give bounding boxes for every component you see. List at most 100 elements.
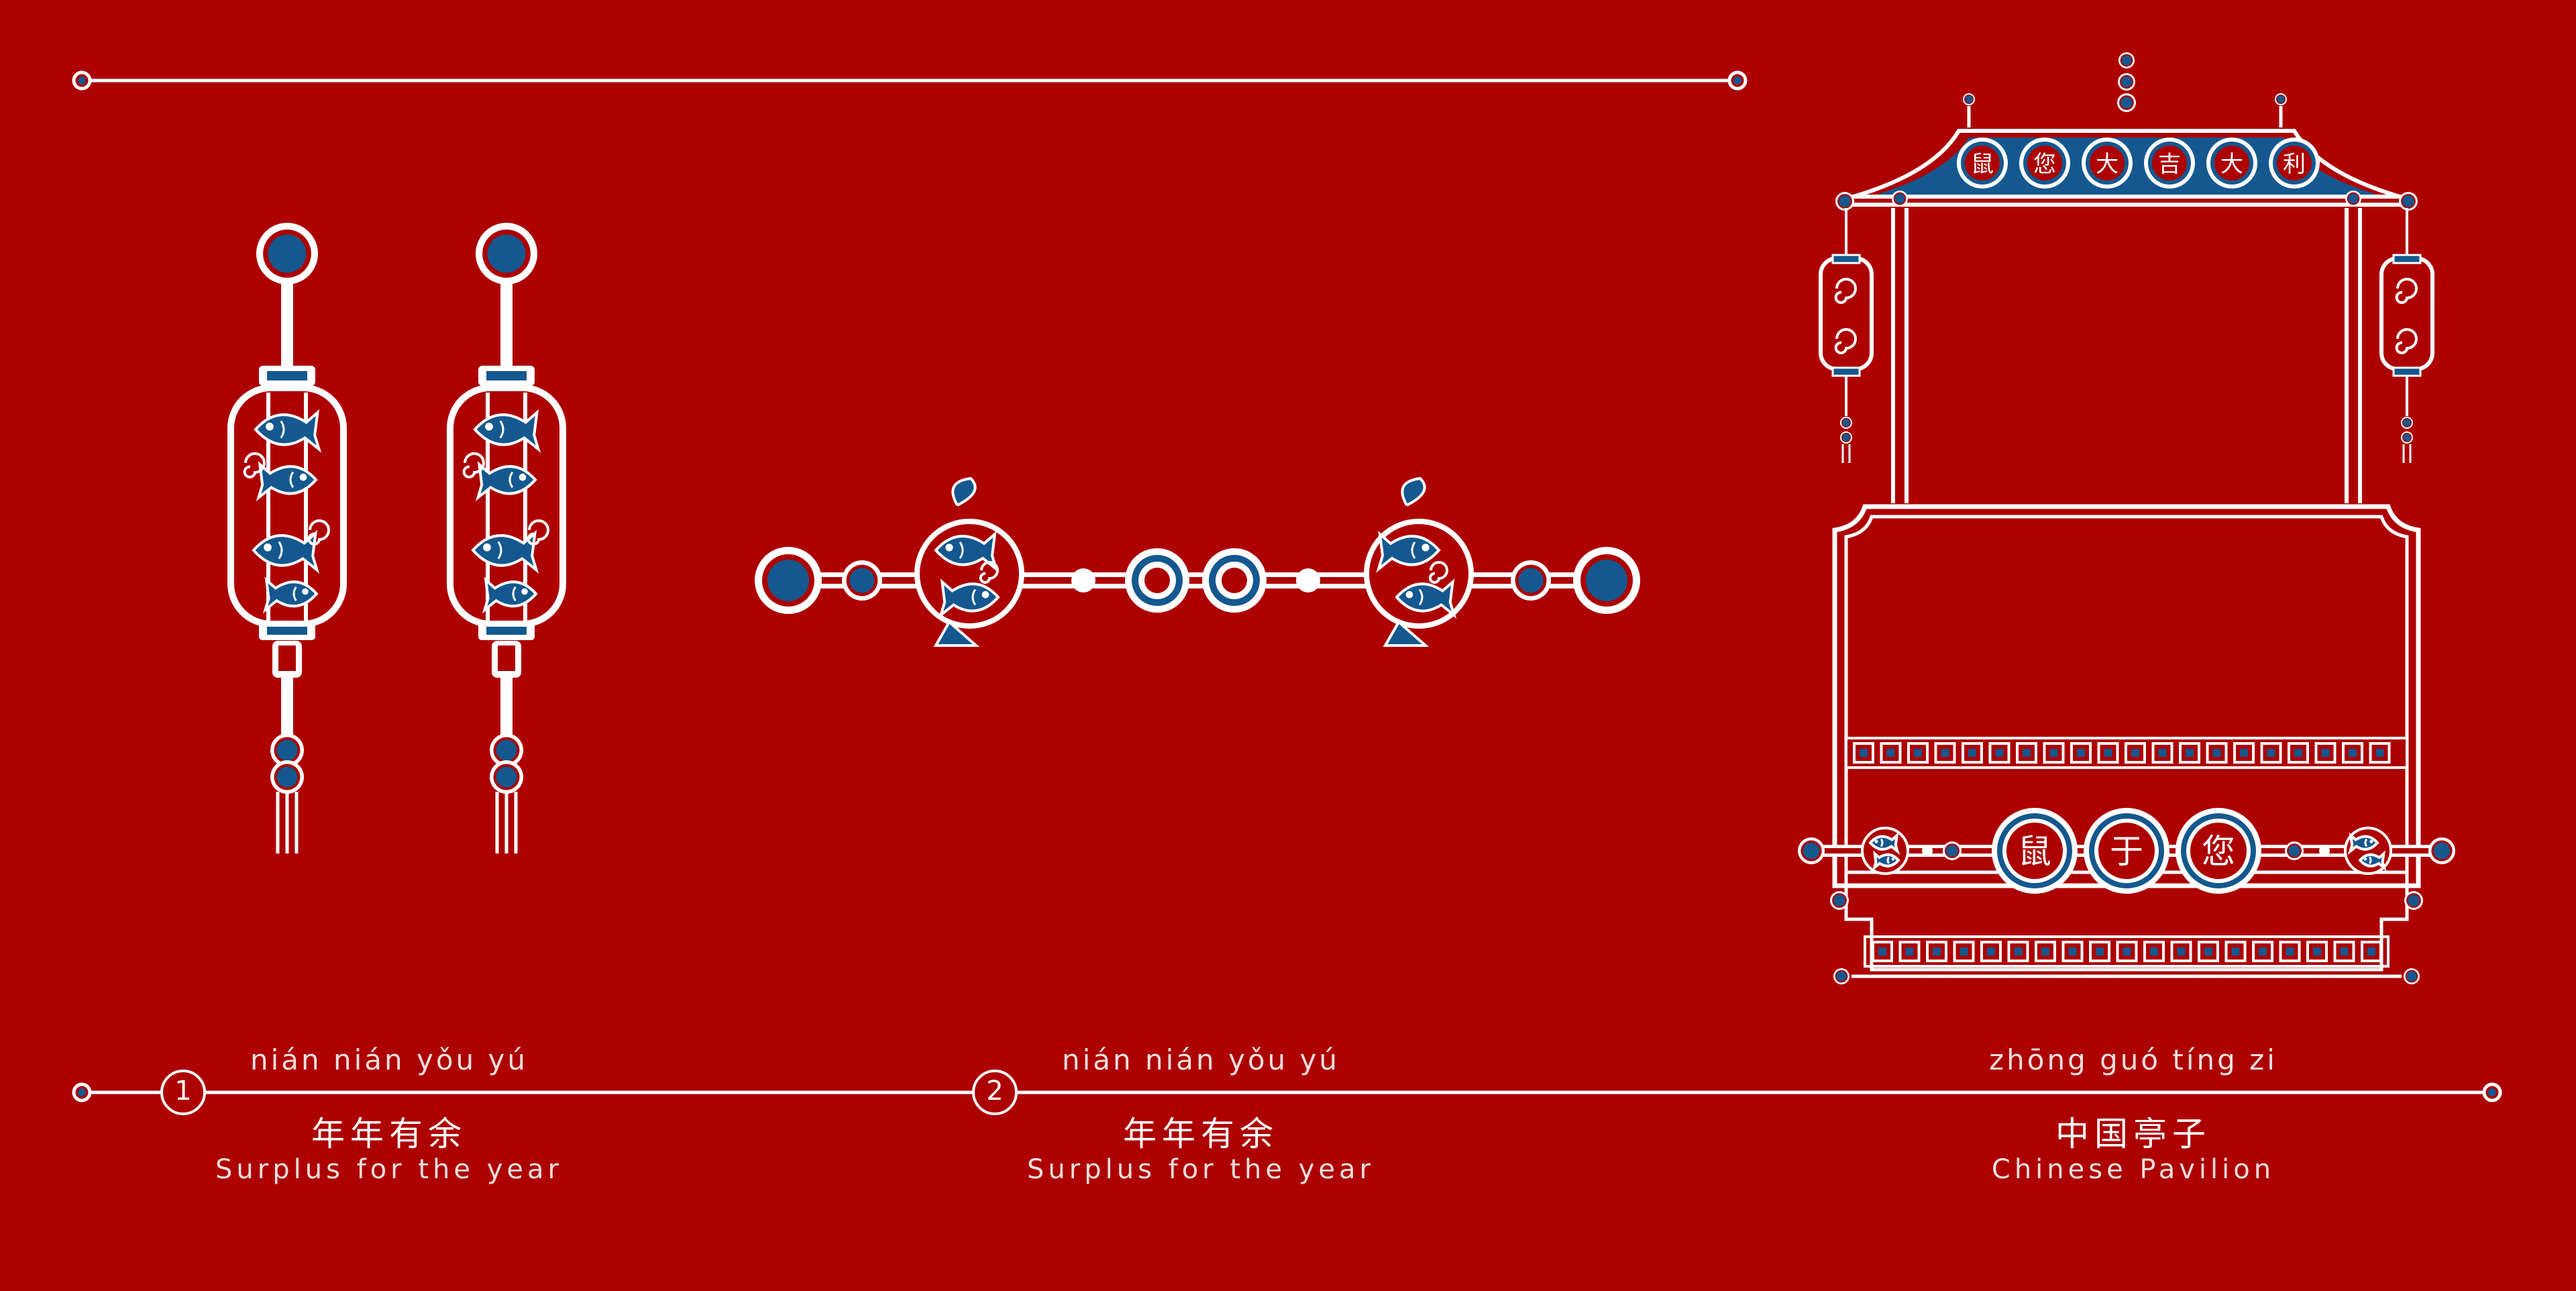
lattice-square [2252, 941, 2273, 962]
roof-character: 您 [2033, 151, 2056, 178]
fish-icon [2358, 850, 2387, 872]
lattice-square [2198, 941, 2219, 962]
lattice-square [2035, 941, 2056, 962]
lattice-square [2306, 941, 2328, 962]
lattice-square [1853, 742, 1874, 764]
lantern-fish-icon [475, 461, 537, 502]
lattice-square [2151, 742, 2174, 764]
lattice-square [2333, 941, 2355, 962]
pavilion-fish-icon [1861, 827, 1909, 875]
lattice-square [2279, 941, 2301, 962]
fish-icon [2347, 832, 2379, 856]
cloud-icon [979, 561, 999, 584]
roof-character: 大 [2096, 151, 2118, 178]
lattice-square [1953, 941, 1975, 962]
lantern-cloud-icon [243, 452, 266, 478]
fin-icon [951, 476, 977, 507]
tail-icon [933, 619, 980, 647]
lantern-cloud-icon [307, 519, 330, 546]
lattice-square [1962, 742, 1983, 764]
caption-3-chinese: 中国亭子 [2055, 1115, 2211, 1153]
medallion-character: 您 [2202, 832, 2235, 871]
pavilion-body [1832, 504, 2421, 888]
lattice-square [2007, 941, 2029, 962]
lantern-tassel-rod [500, 678, 513, 741]
lattice-square [2097, 742, 2119, 764]
lattice-square [2288, 742, 2309, 764]
medallion-character: 于 [2110, 832, 2143, 871]
lantern-fish-icon [471, 529, 539, 574]
lattice-square [2233, 742, 2255, 764]
lattice-square [2314, 742, 2337, 764]
ornament-dot [1296, 568, 1320, 592]
chinese-pavilion: 鼠您大吉大利鼠于您 [1798, 52, 2455, 984]
lattice-square [2206, 742, 2228, 764]
caption-2-number: 2 [986, 1076, 1004, 1106]
lantern-cloud-icon [527, 519, 549, 546]
pavilion-fish-icon [2344, 827, 2392, 875]
cloud-icon [1428, 561, 1448, 584]
lattice-square [1934, 742, 1956, 764]
pavilion-lantern-left [1819, 208, 1874, 463]
ornament-fish-icon [1364, 476, 1474, 647]
fish-icon [1395, 578, 1457, 619]
lantern-fish-icon [252, 529, 320, 574]
lattice-square [2125, 742, 2146, 764]
lantern-hanging-rod [500, 282, 513, 366]
lantern-right [447, 223, 566, 854]
medallion-character: 鼠 [2018, 832, 2051, 871]
lantern-cloud-icon [462, 452, 485, 478]
fish-icon [1868, 832, 1900, 856]
fin-icon [1401, 476, 1426, 507]
cloud-icon [2395, 278, 2418, 304]
caption-2-pinyin: nián nián yǒu yú [1062, 1043, 1340, 1076]
roof-character: 利 [2283, 151, 2306, 178]
cloud-icon [1834, 278, 1857, 304]
bottom-divider [72, 1070, 2502, 1115]
lattice-square [2061, 941, 2084, 962]
lattice-square [2116, 941, 2138, 962]
top-divider [72, 70, 1748, 91]
lantern-hanging-rod [281, 282, 293, 366]
lattice-square [1926, 941, 1947, 962]
lattice-square [2369, 742, 2391, 764]
lattice-square [2043, 742, 2065, 764]
lattice-square [1980, 941, 2002, 962]
lattice-square [2143, 941, 2165, 962]
lattice-square [1988, 742, 2010, 764]
lattice-square [2089, 941, 2110, 962]
caption-2-chinese: 年年有余 [1123, 1115, 1279, 1153]
caption-3-pinyin: zhōng guó tíng zi [1989, 1043, 2277, 1076]
lantern-left [227, 223, 347, 854]
lantern-fish-icon [473, 409, 541, 453]
caption-3-english: Chinese Pavilion [1991, 1154, 2275, 1185]
cloud-icon [2395, 328, 2418, 354]
pavilion-lantern-right [2379, 208, 2434, 463]
ornament-dot [1071, 568, 1095, 592]
cloud-icon [1834, 328, 1857, 354]
caption-1-english: Surplus for the year [215, 1154, 563, 1185]
lattice-square [2070, 742, 2092, 764]
roof-character: 吉 [2158, 151, 2181, 178]
ornament-fish-icon [914, 476, 1024, 647]
lantern-fish-icon [256, 461, 318, 502]
fish-ornament [755, 476, 1640, 647]
caption-2-english: Surplus for the year [1027, 1154, 1375, 1185]
lattice-square [2260, 742, 2282, 764]
lattice-square [2342, 742, 2363, 764]
lantern-fish-icon [254, 409, 322, 453]
lattice-square [2224, 941, 2247, 962]
lattice-square [2179, 742, 2200, 764]
caption-1-pinyin: nián nián yǒu yú [250, 1043, 528, 1076]
caption-1-number: 1 [174, 1076, 192, 1106]
tail-icon [1383, 619, 1430, 647]
lattice-square [1880, 742, 1902, 764]
roof-character: 大 [2220, 151, 2243, 178]
pavilion-base [1844, 872, 2409, 972]
lattice-square [1907, 742, 1929, 764]
caption-1-chinese: 年年有余 [311, 1115, 467, 1153]
fish-icon [934, 531, 999, 573]
roof-character: 鼠 [1971, 151, 1994, 178]
